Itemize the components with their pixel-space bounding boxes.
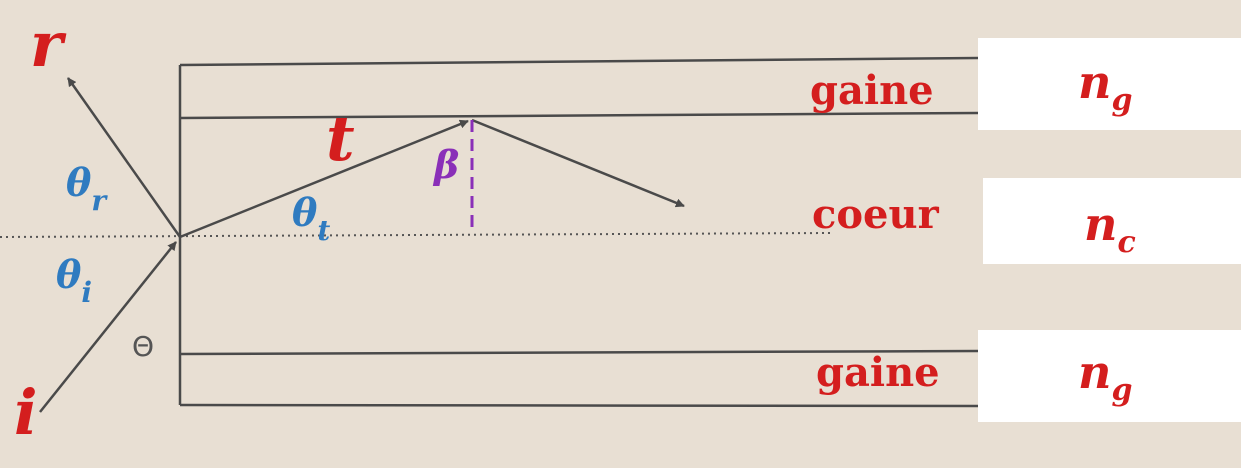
optical-axis: [0, 232, 831, 238]
core-index-label: nc: [1084, 197, 1136, 260]
bottom-index-base: n: [1078, 345, 1111, 399]
index-box-core: [983, 178, 1241, 264]
reflected-ray-label: r: [30, 8, 67, 81]
incident-ray-label: i: [14, 376, 38, 449]
theta-i-label: θi: [56, 252, 92, 309]
theta-t-base: θ: [292, 190, 318, 235]
reflected-ray: [66, 77, 182, 238]
fiber-outer-top-line: [179, 56, 979, 67]
theta-i-base: θ: [56, 252, 82, 297]
theta-r-label: θr: [66, 160, 108, 217]
theta-r-base: θ: [66, 160, 92, 205]
top-index-sub: g: [1111, 83, 1132, 118]
core-index-sub: c: [1117, 225, 1135, 260]
theta-t-label: θt: [292, 190, 330, 247]
theta-label: Θ: [132, 330, 154, 363]
theta-t-sub: t: [317, 214, 330, 247]
bottom-cladding-label: gaine: [816, 349, 940, 396]
bottom-index-sub: g: [1111, 373, 1132, 408]
index-box-top: [978, 38, 1241, 130]
top-index-label: ng: [1078, 55, 1132, 118]
bottom-index-label: ng: [1078, 345, 1132, 408]
core-index-base: n: [1084, 197, 1117, 251]
core-label: coeur: [812, 191, 940, 238]
top-index-base: n: [1078, 55, 1111, 109]
theta-i-sub: i: [81, 276, 92, 309]
top-cladding-label: gaine: [810, 67, 934, 114]
core-cladding-top-interface: [179, 111, 979, 120]
transmitted-ray-label: t: [326, 102, 355, 175]
theta-r-sub: r: [91, 184, 108, 217]
fiber-outer-bottom-line: [179, 403, 979, 408]
beta-label: β: [432, 142, 459, 187]
incident-ray: [39, 241, 177, 413]
core-cladding-bottom-interface: [179, 349, 979, 356]
transmitted-ray: [179, 119, 469, 239]
index-box-bottom: [978, 330, 1241, 422]
totally-reflected-ray: [471, 118, 685, 208]
